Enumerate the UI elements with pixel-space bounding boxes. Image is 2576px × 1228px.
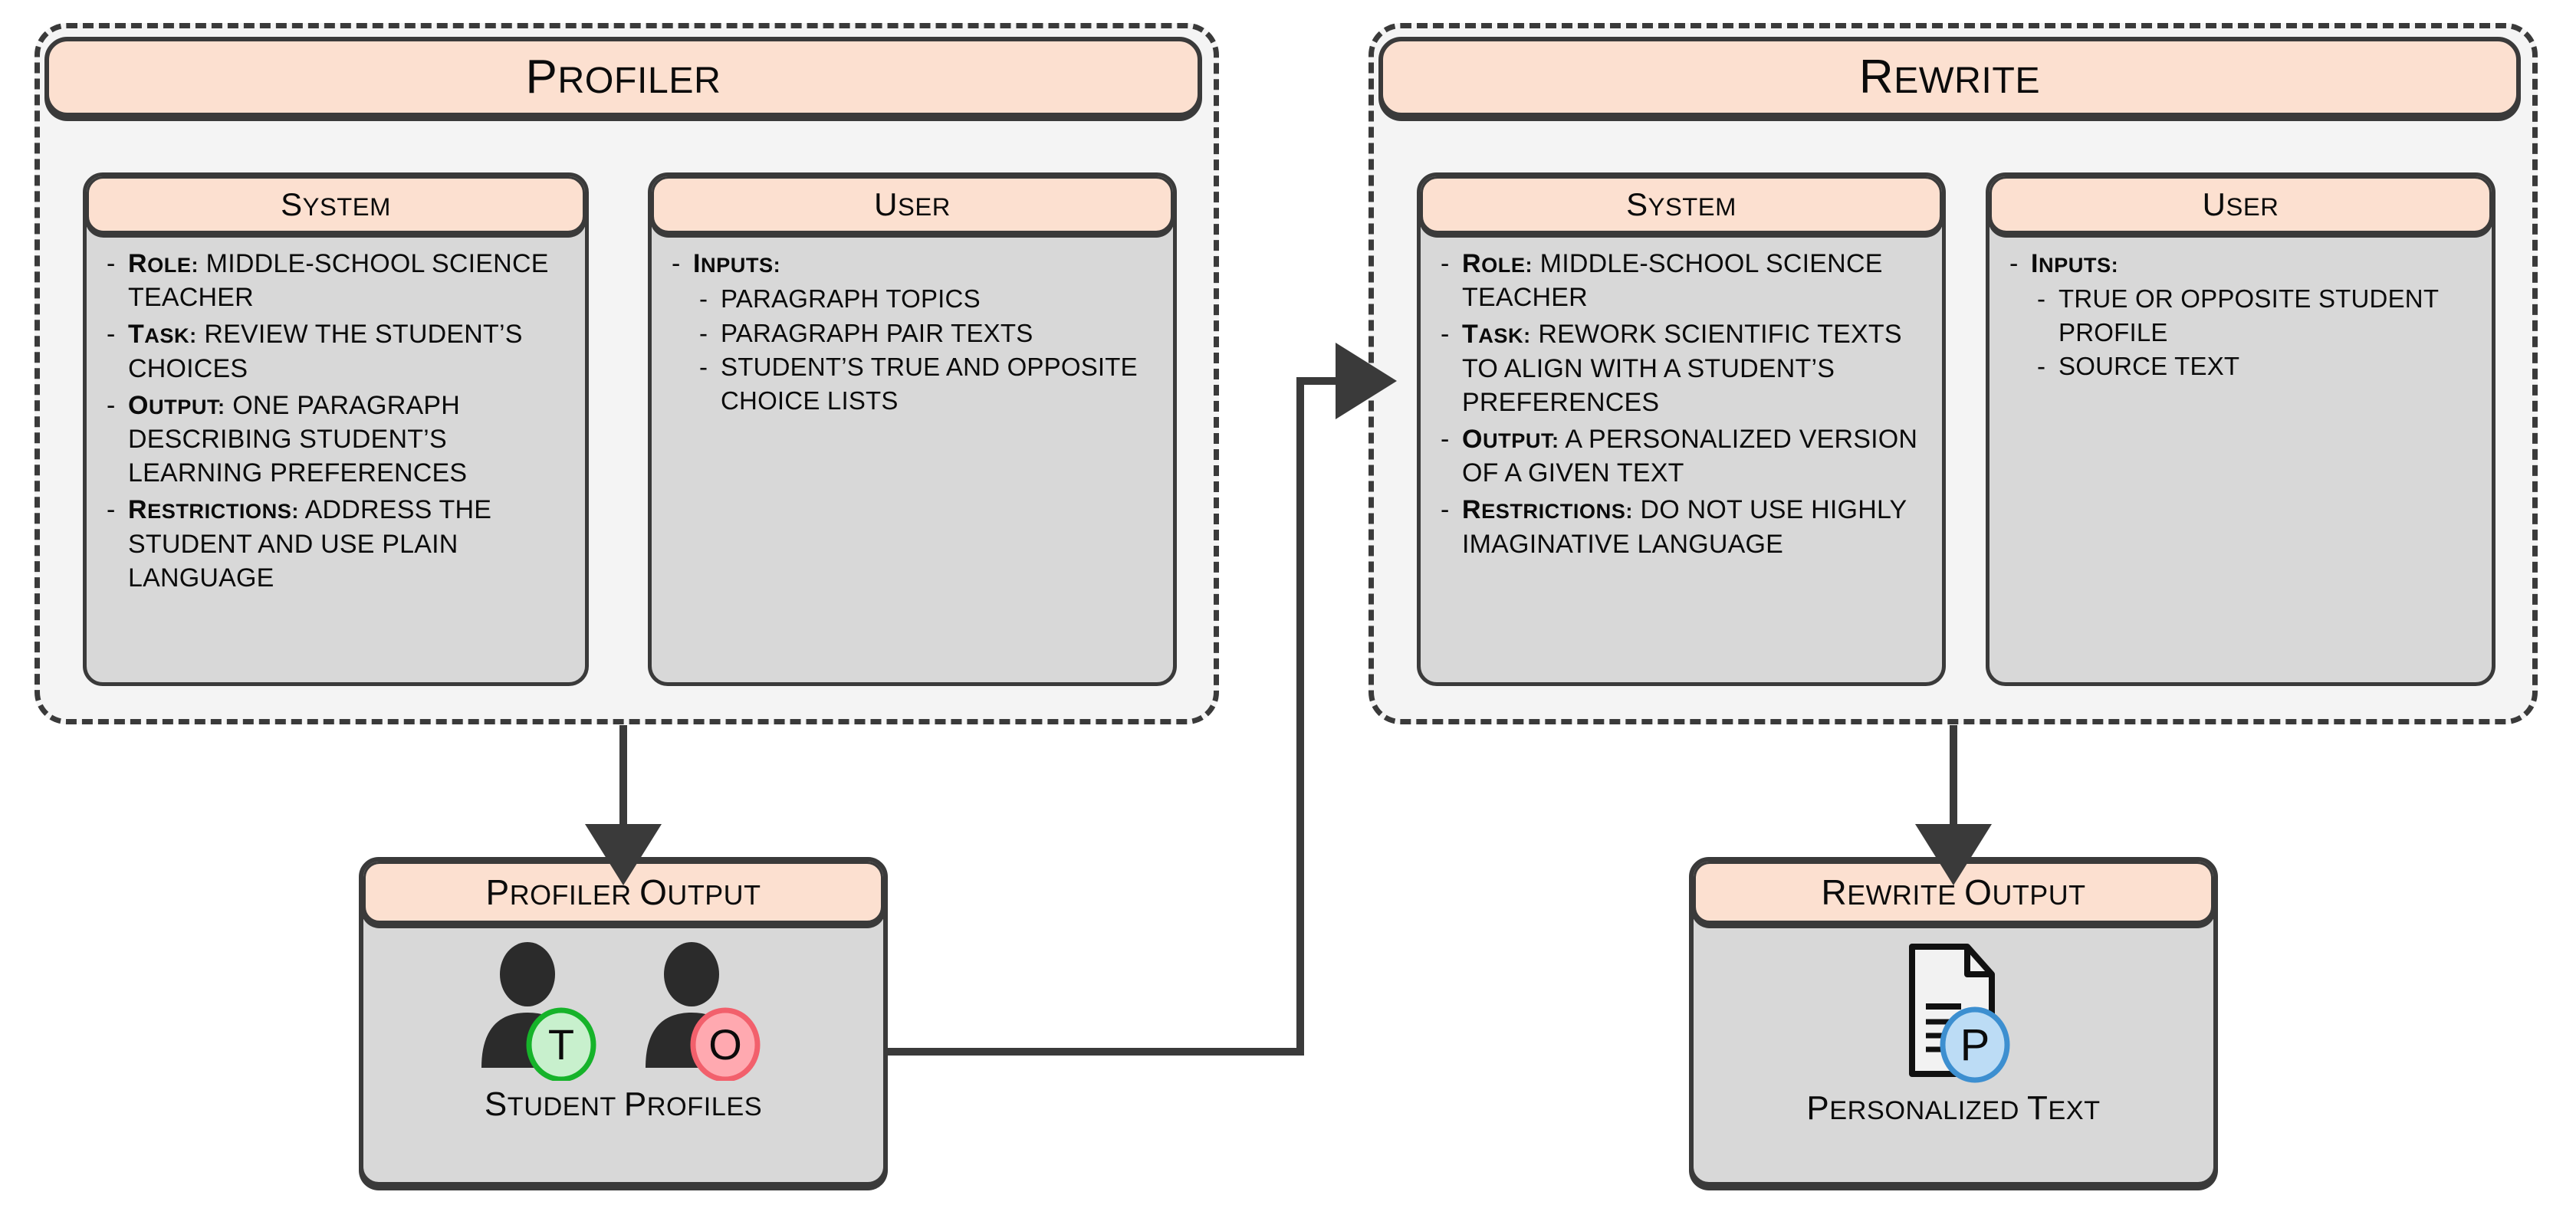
profiler-output-caption: STUDENT PROFILES	[484, 1085, 763, 1123]
profiler-user-panel: USER INPUTS: paragraph topics paragraph …	[648, 172, 1177, 686]
list-item: INPUTS: paragraph topics paragraph pair …	[667, 247, 1159, 417]
rewrite-user-header: USER	[1990, 176, 2492, 235]
profiler-user-body: INPUTS: paragraph topics paragraph pair …	[652, 235, 1173, 428]
profiler-output-box: PROFILER OUTPUT T O	[359, 857, 888, 1187]
profiler-output-header: PROFILER OUTPUT	[363, 862, 883, 925]
list-item: ROLE: middle-school science teacher	[1436, 247, 1928, 314]
list-item: TASK: rework scientific texts to align w…	[1436, 317, 1928, 419]
profiler-system-panel: SYSTEM ROLE: middle-school science teach…	[83, 172, 589, 686]
rewrite-user-list: INPUTS: true or opposite student profile…	[2005, 247, 2478, 383]
rewrite-system-list: ROLE: middle-school science teacher TASK…	[1436, 247, 1928, 561]
rewrite-system-header: SYSTEM	[1421, 176, 1942, 235]
list-item: RESTRICTIONS: do not use highly imaginat…	[1436, 493, 1928, 560]
profiler-user-header-label: USER	[874, 186, 951, 222]
list-item: RESTRICTIONS: address the student and us…	[102, 493, 571, 595]
profiler-title: PROFILER	[525, 51, 721, 103]
person-opposite-icon: O	[646, 942, 761, 1081]
rewrite-title: REWRITE	[1858, 51, 2041, 103]
rewrite-output-header-label: REWRITE OUTPUT	[1821, 872, 2086, 912]
rewrite-user-body: INPUTS: true or opposite student profile…	[1990, 235, 2492, 394]
rewrite-output-body: P PERSONALIZED TEXT	[1694, 925, 2213, 1180]
profiler-system-list: ROLE: middle-school science teacher TASK…	[102, 247, 571, 595]
list-item: OUTPUT: a personalized version of a give…	[1436, 422, 1928, 490]
personalized-text-icons: P	[1884, 939, 2022, 1085]
rewrite-system-panel: SYSTEM ROLE: middle-school science teach…	[1417, 172, 1946, 686]
document-personalized-icon: P	[1909, 944, 2010, 1083]
list-item: student’s true and opposite choice lists	[693, 350, 1159, 417]
profiler-system-body: ROLE: middle-school science teacher TASK…	[87, 235, 585, 606]
list-item: TASK: review the student’s choices	[102, 317, 571, 385]
profiler-output-body: T O STUDENT PROFILES	[363, 925, 883, 1180]
profiler-user-list: INPUTS: paragraph topics paragraph pair …	[667, 247, 1159, 417]
rewrite-title-bar: REWRITE	[1378, 37, 2521, 117]
badge-letter-opposite: O	[708, 1020, 742, 1069]
badge-letter-true: T	[548, 1020, 574, 1069]
list-item: ROLE: middle-school science teacher	[102, 247, 571, 314]
profiler-title-bar: PROFILER	[44, 37, 1202, 117]
student-profile-icons: T O	[472, 939, 774, 1081]
profiler-user-sublist: paragraph topics paragraph pair texts st…	[693, 282, 1159, 417]
profiler-output-header-label: PROFILER OUTPUT	[485, 872, 761, 912]
rewrite-user-sublist: true or opposite student profile source …	[2031, 282, 2478, 383]
list-item: paragraph pair texts	[693, 317, 1159, 350]
list-item: OUTPUT: one paragraph describing student…	[102, 389, 571, 491]
list-item: INPUTS: true or opposite student profile…	[2005, 247, 2478, 383]
list-item: source text	[2031, 350, 2478, 383]
rewrite-output-box: REWRITE OUTPUT P PERSONALIZED TEXT	[1689, 857, 2218, 1187]
profiler-user-header: USER	[652, 176, 1173, 235]
badge-letter-personalized: P	[1960, 1020, 1990, 1070]
rewrite-output-header: REWRITE OUTPUT	[1694, 862, 2213, 925]
person-true-icon: T	[481, 942, 596, 1081]
profiler-system-header: SYSTEM	[87, 176, 585, 235]
rewrite-system-body: ROLE: middle-school science teacher TASK…	[1421, 235, 1942, 572]
rewrite-system-header-label: SYSTEM	[1626, 186, 1737, 222]
rewrite-user-header-label: USER	[2202, 186, 2279, 222]
profiler-system-header-label: SYSTEM	[281, 186, 391, 222]
list-item: true or opposite student profile	[2031, 282, 2478, 349]
rewrite-user-panel: USER INPUTS: true or opposite student pr…	[1986, 172, 2496, 686]
list-item: paragraph topics	[693, 282, 1159, 316]
rewrite-output-caption: PERSONALIZED TEXT	[1806, 1089, 2101, 1127]
